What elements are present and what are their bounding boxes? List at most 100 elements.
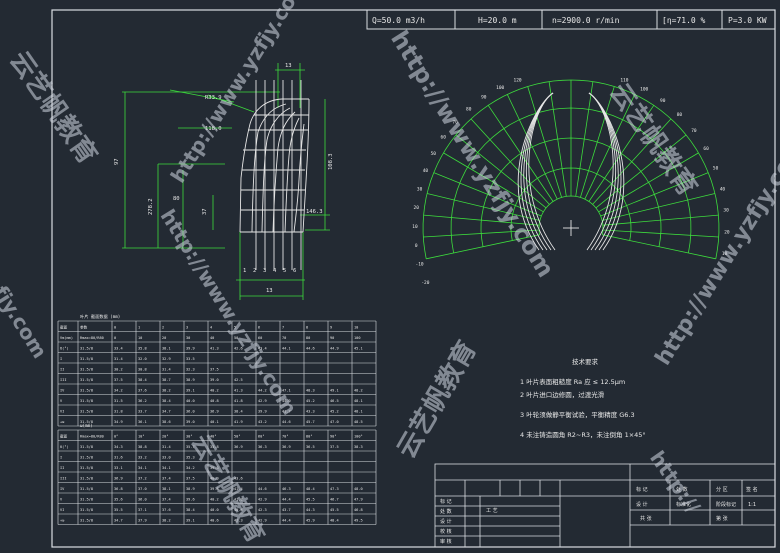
table-cell: 41.8 [234, 399, 243, 403]
table-cell: 34.7 [162, 410, 171, 414]
table-cell: 39.9 [258, 410, 267, 414]
tb-stage: 阶段标记 [716, 501, 736, 508]
table-cell: V [60, 498, 63, 502]
table-cell: 45.7 [306, 420, 315, 424]
table-cell: 46.3 [282, 487, 291, 491]
table-cell: 39.9 [186, 347, 195, 351]
table-cell: 36.2 [138, 399, 147, 403]
table-header-cell: 30° [186, 435, 193, 439]
tech-notes-title: 技术要求 [572, 357, 599, 366]
table-cell: 49.5 [354, 519, 363, 523]
title-block-text: 标 记 处 数 分 区 签 名 设 计 标准化 阶段标记 1:1 共 张 第 张… [440, 486, 758, 545]
table-cell: 31.5/8 [80, 410, 93, 414]
table-cell: 31.5/8 [80, 519, 93, 523]
table-cell: 37.5 [330, 445, 339, 449]
tech-note-1: 1 叶片表面粗糙度 Ra 应 ≤ 12.5μm [520, 377, 625, 386]
dim-bottom: 13 [266, 288, 273, 294]
angle-label-right: 50 [713, 166, 719, 172]
table-cell: 38.1 [162, 347, 171, 351]
blade-curve-left [517, 92, 554, 251]
meridional-dimensions [122, 63, 330, 300]
table-header-cell: 4 [210, 326, 212, 330]
tb-mark: 标 记 [636, 486, 648, 493]
table-cell: 44.1 [282, 347, 291, 351]
radial-line [426, 234, 540, 260]
table-cell: 36.1 [138, 420, 147, 424]
table-cell: 31.6 [114, 456, 123, 460]
table-cell: 36.3 [258, 445, 267, 449]
table-cell: 40.4 [234, 508, 243, 512]
table-cell: 33.5 [186, 357, 195, 361]
table-cell: 47.9 [354, 498, 363, 502]
table-cell: 31.5/8 [80, 508, 93, 512]
table-cell: 32.9 [162, 357, 171, 361]
table-cell: 38.6 [162, 420, 171, 424]
table-cell: 31.5/8 [80, 378, 93, 382]
dim-angle: 118.0 [205, 126, 222, 132]
blade-curve-right [588, 92, 619, 251]
table-cell: VI [60, 508, 64, 512]
dim-inner: 37 [202, 208, 208, 215]
table-cell: I [60, 357, 62, 361]
table-cell: 48.1 [354, 399, 363, 403]
table-cell: 42.9 [258, 498, 267, 502]
table-cell: 45.2 [306, 399, 315, 403]
angle-label-left: 60 [440, 135, 446, 141]
table-cell: 38.4 [186, 508, 195, 512]
tb-left-mark: 标 记 [440, 498, 452, 505]
table-cell: δ(°) [60, 347, 69, 351]
table-cell: 44.6 [258, 487, 267, 491]
station-label: 5 [283, 268, 286, 274]
tech-note-3: 3 叶轮须做静平衡试验，平衡精度 G6.3 [520, 410, 635, 419]
table-cell: 43.2 [258, 420, 267, 424]
table-cell: 46.8 [354, 508, 363, 512]
table-cell: 31.5/8 [80, 389, 93, 393]
table-cell: 36.9 [282, 445, 291, 449]
table-cell: 38.4 [234, 410, 243, 414]
meridional-section: 13 R33.9 118.0 97 80 278.2 37 108.3 146.… [114, 63, 334, 300]
dim-shroud: 80 [173, 196, 180, 202]
table-cell: 80 [306, 336, 310, 340]
header-flow: Q=50.0 m3/h [372, 16, 425, 25]
tb-scale-value: 1:1 [748, 502, 756, 508]
table-cell: 34.9 [114, 420, 123, 424]
table-cell: 38.4 [162, 399, 171, 403]
table-cell: 43.7 [282, 508, 291, 512]
table-cell: 38.4 [138, 378, 147, 382]
table-cell: 33.4 [114, 347, 123, 351]
table-cell: 41.4 [234, 487, 243, 491]
angle-label-left: 120 [514, 77, 522, 83]
table-cell: 42.3 [234, 519, 243, 523]
angle-label-right: 110 [620, 77, 628, 83]
tb-sheet-number: 第 张 [716, 515, 728, 522]
table-header-cell: 0° [114, 435, 118, 439]
angle-label-right: 30 [723, 208, 729, 214]
angle-label-right: 10 [722, 251, 728, 257]
header-strip: Q=50.0 m3/h H=20.0 m n=2900.0 r/min [η=7… [366, 9, 776, 30]
table-cell: 37.4 [162, 477, 171, 481]
table-cell: 38.7 [162, 378, 171, 382]
table-cell: 10 [138, 336, 142, 340]
table-cell: 47.3 [330, 487, 339, 491]
table-cell: 35.8 [210, 445, 219, 449]
table-cell: V [60, 399, 63, 403]
table-header-cell: 9 [330, 326, 332, 330]
table-cell: 41.3 [210, 347, 219, 351]
table-cell: 39.0 [186, 420, 195, 424]
table-cell: 44.6 [282, 420, 291, 424]
angle-label-left: 70 [452, 120, 458, 126]
blade-curve-right [588, 92, 625, 251]
table-cell: 44.9 [330, 347, 339, 351]
table-cell: 31.4 [114, 357, 123, 361]
table-cell: 38.8 [138, 445, 147, 449]
table-cell: 39.1 [186, 519, 195, 523]
table-cell: 44.4 [282, 498, 291, 502]
station-label: 4 [273, 268, 277, 274]
table-cell: 36.8 [114, 487, 123, 491]
tb-left-review: 审 核 [440, 538, 452, 545]
table-cell: 60 [258, 336, 262, 340]
table-cell: 41.8 [234, 498, 243, 502]
dim-right-height: 108.3 [328, 153, 334, 170]
